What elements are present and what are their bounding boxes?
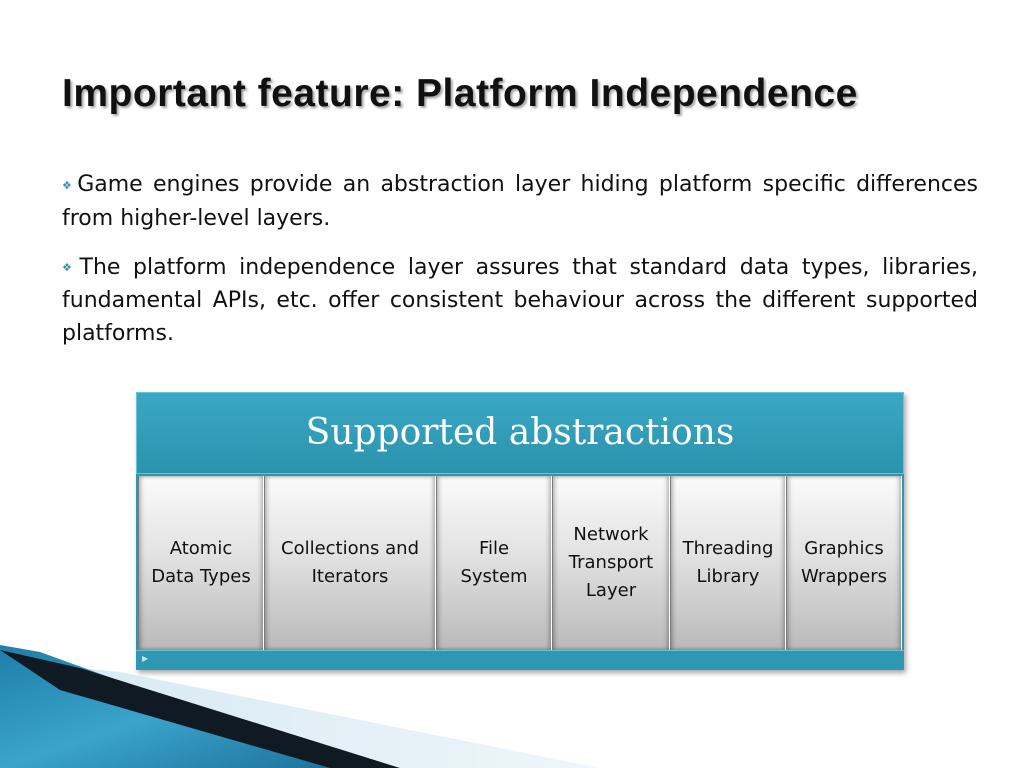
slide-title: Important feature: Platform Independence xyxy=(62,72,858,115)
bullet-text: The platform independence layer assures … xyxy=(62,254,978,347)
diagram-footer: ▶ xyxy=(136,650,904,670)
decoration-dark-wedge xyxy=(0,650,400,768)
diamond-bullet-icon: ❖ xyxy=(62,261,78,274)
cell-network-transport-layer: Network Transport Layer xyxy=(552,476,670,650)
cell-graphics-wrappers: Graphics Wrappers xyxy=(786,476,902,650)
bullet-item: ❖Game engines provide an abstraction lay… xyxy=(62,168,978,235)
diagram-header xyxy=(136,392,904,474)
cell-atomic-data-types: Atomic Data Types xyxy=(138,476,264,650)
bullet-list: ❖Game engines provide an abstraction lay… xyxy=(62,168,978,366)
diamond-bullet-icon: ❖ xyxy=(62,178,76,192)
cell-collections-iterators: Collections and Iterators xyxy=(264,476,436,650)
cell-file-system: File System xyxy=(436,476,552,650)
cell-label: Network Transport Layer xyxy=(568,524,654,601)
abstractions-diagram: Supported abstractions Atomic Data Types… xyxy=(136,392,904,670)
cell-label: Graphics Wrappers xyxy=(800,538,888,587)
cell-label: Collections and Iterators xyxy=(281,538,419,587)
arrow-right-icon: ▶ xyxy=(142,654,149,663)
cell-label: File System xyxy=(460,538,528,587)
bullet-item: ❖The platform independence layer assures… xyxy=(62,251,978,351)
abstraction-cells: Atomic Data Types Collections and Iterat… xyxy=(138,476,902,650)
bullet-text: Game engines provide an abstraction laye… xyxy=(62,172,978,231)
cell-threading-library: Threading Library xyxy=(670,476,786,650)
diagram-title: Supported abstractions xyxy=(305,412,735,453)
cell-label: Threading Library xyxy=(682,538,774,587)
cell-label: Atomic Data Types xyxy=(151,538,251,587)
